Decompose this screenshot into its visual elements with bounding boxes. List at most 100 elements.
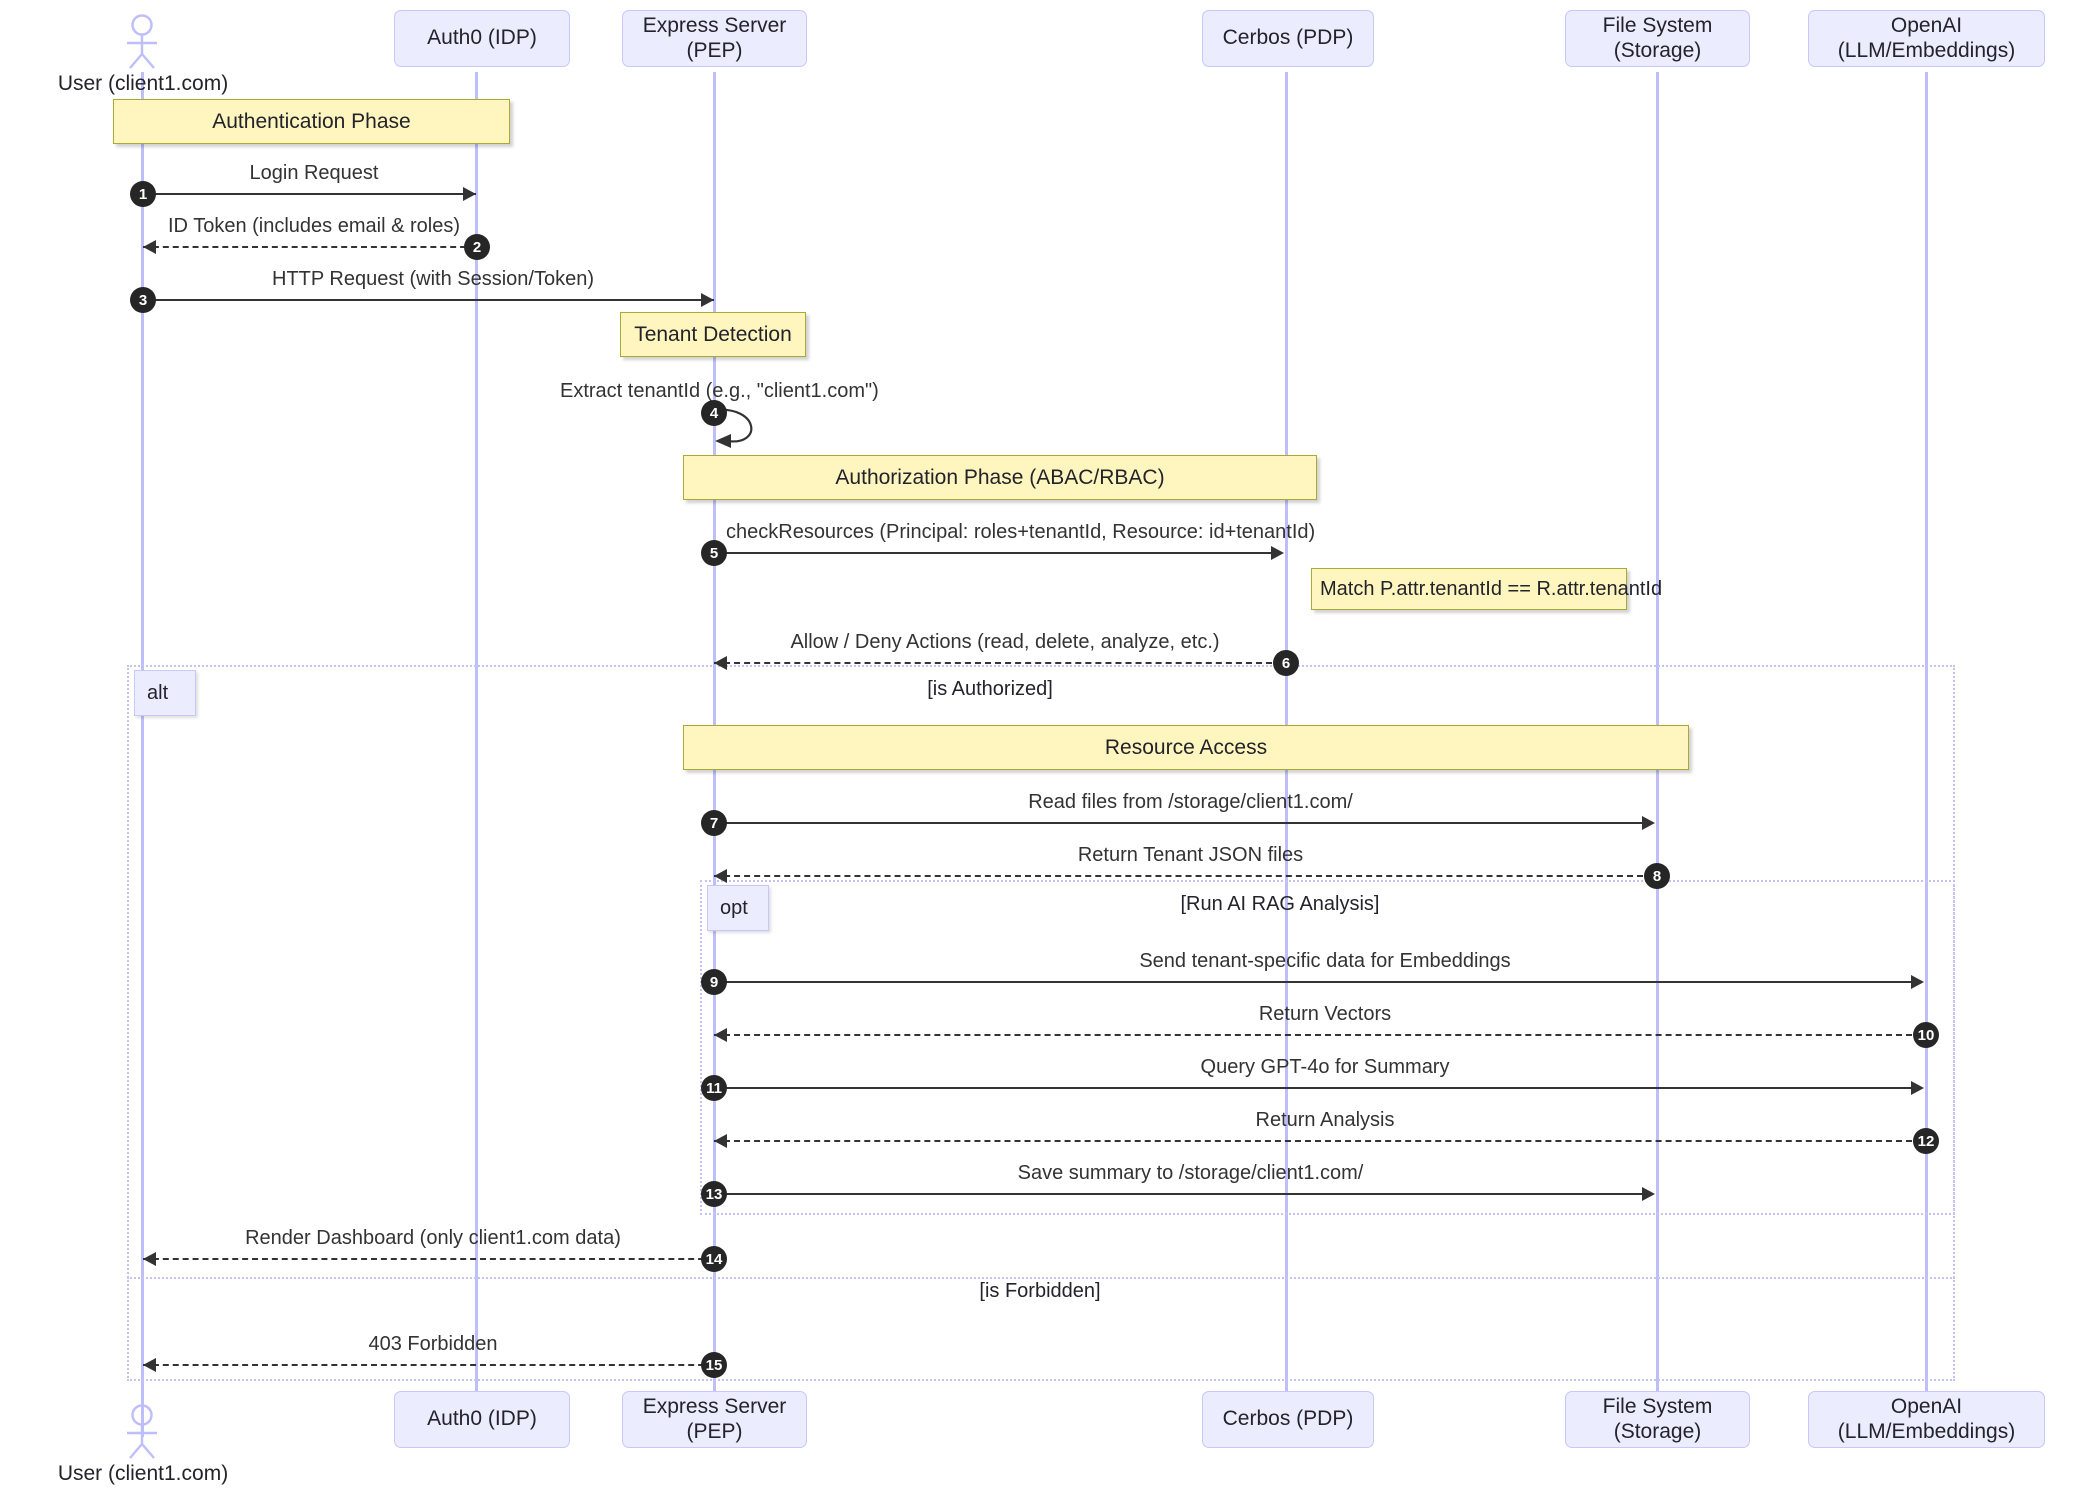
message-4-selfloop <box>713 404 783 454</box>
participant-auth0-bottom-label: Auth0 (IDP) <box>427 1407 537 1431</box>
message-14-arrowhead <box>143 1252 156 1266</box>
message-8-line <box>714 875 1643 877</box>
message-14-seqnum: 14 <box>701 1246 727 1272</box>
message-8-seqnum: 8 <box>1644 863 1670 889</box>
participant-auth0-bottom[interactable]: Auth0 (IDP) <box>394 1391 570 1448</box>
message-11-line <box>714 1087 1912 1089</box>
message-5-arrowhead <box>1271 546 1284 560</box>
message-13-label: Save summary to /storage/client1.com/ <box>1017 1162 1364 1184</box>
message-3-seqnum: 3 <box>130 287 156 313</box>
participant-express-bottom-label: Express Server (PEP) <box>642 1395 787 1443</box>
participant-express-top[interactable]: Express Server (PEP) <box>622 10 807 67</box>
phase-tenant-detection: Tenant Detection <box>620 312 806 357</box>
phase-resource-access: Resource Access <box>683 725 1689 770</box>
message-10-line <box>714 1034 1912 1036</box>
message-11-seqnum: 11 <box>701 1075 727 1101</box>
opt-condition-rag: [Run AI RAG Analysis] <box>1180 893 1380 915</box>
message-14-label: Render Dashboard (only client1.com data) <box>245 1227 621 1249</box>
participant-openai-bottom[interactable]: OpenAI (LLM/Embeddings) <box>1808 1391 2045 1448</box>
opt-fragment-tag-label: opt <box>720 896 748 919</box>
opt-fragment-tag[interactable]: opt <box>707 885 769 931</box>
participant-express-bottom[interactable]: Express Server (PEP) <box>622 1391 807 1448</box>
alt-fragment-divider <box>127 1277 1955 1279</box>
phase-authentication-label: Authentication Phase <box>212 109 411 133</box>
message-14-line <box>143 1258 714 1260</box>
message-3-arrowhead <box>701 293 714 307</box>
participant-fs-top[interactable]: File System (Storage) <box>1565 10 1750 67</box>
message-15-label: 403 Forbidden <box>368 1333 498 1355</box>
participant-cerbos-top[interactable]: Cerbos (PDP) <box>1202 10 1374 67</box>
message-15-arrowhead <box>143 1358 156 1372</box>
message-9-seqnum: 9 <box>701 969 727 995</box>
message-13-arrowhead <box>1642 1187 1655 1201</box>
actor-user-top-label: User (client1.com) <box>57 72 229 95</box>
lifeline-auth0 <box>475 72 478 1437</box>
participant-cerbos-bottom-label: Cerbos (PDP) <box>1222 1407 1354 1431</box>
message-8-arrowhead <box>714 869 727 883</box>
message-10-label: Return Vectors <box>1258 1003 1392 1025</box>
alt-condition-authorized: [is Authorized] <box>927 678 1053 700</box>
participant-openai-top-label: OpenAI (LLM/Embeddings) <box>1837 14 2016 62</box>
message-6-line <box>714 662 1272 664</box>
alt-condition-forbidden: [is Forbidden] <box>979 1280 1101 1302</box>
actor-stick-figure-icon <box>127 14 157 69</box>
message-13-seqnum: 13 <box>701 1181 727 1207</box>
message-9-label: Send tenant-specific data for Embeddings <box>1139 950 1511 972</box>
lifeline-openai <box>1925 72 1928 1437</box>
message-5-seqnum: 5 <box>701 540 727 566</box>
message-2-line <box>143 246 476 248</box>
message-7-arrowhead <box>1642 816 1655 830</box>
alt-fragment-tag[interactable]: alt <box>134 670 196 716</box>
participant-cerbos-top-label: Cerbos (PDP) <box>1222 26 1354 50</box>
phase-authentication: Authentication Phase <box>113 99 510 144</box>
message-3-label: HTTP Request (with Session/Token) <box>272 268 594 290</box>
message-11-label: Query GPT-4o for Summary <box>1200 1056 1450 1078</box>
message-3-line <box>143 299 714 301</box>
message-5-label: checkResources (Principal: roles+tenantI… <box>726 521 1316 543</box>
message-1-arrowhead <box>463 187 476 201</box>
message-13-line <box>714 1193 1643 1195</box>
message-1-line <box>143 193 476 195</box>
message-10-arrowhead <box>714 1028 727 1042</box>
phase-authorization-label: Authorization Phase (ABAC/RBAC) <box>835 465 1165 489</box>
phase-tenant-detection-label: Tenant Detection <box>634 322 792 346</box>
message-7-line <box>714 822 1643 824</box>
participant-auth0-top[interactable]: Auth0 (IDP) <box>394 10 570 67</box>
phase-authorization: Authorization Phase (ABAC/RBAC) <box>683 455 1317 500</box>
message-4-seqnum: 4 <box>701 400 727 426</box>
participant-openai-bottom-label: OpenAI (LLM/Embeddings) <box>1837 1395 2016 1443</box>
participant-openai-top[interactable]: OpenAI (LLM/Embeddings) <box>1808 10 2045 67</box>
participant-express-top-label: Express Server (PEP) <box>642 14 787 62</box>
message-5-line <box>714 552 1272 554</box>
message-15-line <box>143 1364 714 1366</box>
phase-resource-access-label: Resource Access <box>1104 735 1268 759</box>
message-10-seqnum: 10 <box>1913 1022 1939 1048</box>
message-1-seqnum: 1 <box>130 181 156 207</box>
message-12-seqnum: 12 <box>1913 1128 1939 1154</box>
note-cerbos-match: Match P.attr.tenantId == R.attr.tenantId <box>1311 568 1662 610</box>
message-12-label: Return Analysis <box>1255 1109 1395 1131</box>
actor-user-top[interactable] <box>113 14 171 70</box>
actor-stick-figure-icon-bottom <box>127 1404 157 1459</box>
alt-fragment-tag-label: alt <box>147 681 169 704</box>
message-2-label: ID Token (includes email & roles) <box>168 215 460 237</box>
message-6-arrowhead <box>714 656 727 670</box>
participant-cerbos-bottom[interactable]: Cerbos (PDP) <box>1202 1391 1374 1448</box>
message-11-arrowhead <box>1911 1081 1924 1095</box>
message-1-label: Login Request <box>249 162 379 184</box>
note-cerbos-match-label: Match P.attr.tenantId == R.attr.tenantId <box>1320 577 1663 600</box>
message-4-label: Extract tenantId (e.g., "client1.com") <box>560 380 879 402</box>
message-7-seqnum: 7 <box>701 810 727 836</box>
message-9-arrowhead <box>1911 975 1924 989</box>
message-12-arrowhead <box>714 1134 727 1148</box>
actor-user-bottom[interactable] <box>113 1404 171 1460</box>
message-6-seqnum: 6 <box>1273 650 1299 676</box>
participant-fs-bottom[interactable]: File System (Storage) <box>1565 1391 1750 1448</box>
participant-auth0-top-label: Auth0 (IDP) <box>427 26 537 50</box>
message-6-label: Allow / Deny Actions (read, delete, anal… <box>790 631 1220 653</box>
participant-fs-bottom-label: File System (Storage) <box>1602 1395 1713 1443</box>
message-12-line <box>714 1140 1912 1142</box>
participant-fs-top-label: File System (Storage) <box>1602 14 1713 62</box>
lifeline-user <box>141 72 144 1437</box>
actor-user-bottom-label: User (client1.com) <box>57 1462 229 1485</box>
